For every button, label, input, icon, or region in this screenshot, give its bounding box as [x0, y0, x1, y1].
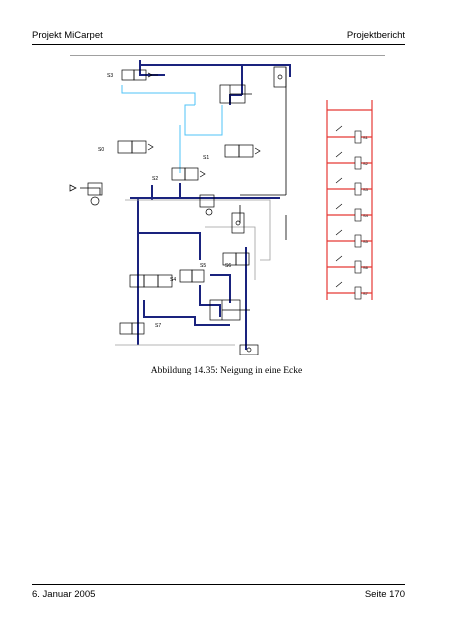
- pneumatic-circuit-diagram: S3 S0 S2 S1: [69, 55, 385, 355]
- coil-label: S3: [363, 187, 369, 192]
- valve-s3-label: S3: [107, 73, 113, 79]
- coil-label: S4: [363, 213, 369, 218]
- cylinder-lower: [209, 299, 250, 321]
- valve-s6-label: S6: [225, 263, 231, 269]
- pilot-lines: [121, 85, 223, 173]
- footer-page-number: Seite 170: [364, 589, 405, 600]
- coil-label: S1: [363, 135, 369, 140]
- valve-s5-label: S5: [200, 263, 206, 269]
- header-rule: [32, 44, 405, 45]
- valve-s0: [117, 140, 154, 154]
- figure-caption: Abbildung 14.35: Neigung in eine Ecke: [150, 366, 303, 376]
- valve-s6: [222, 252, 250, 266]
- footer-date: 6. Januar 2005: [32, 589, 96, 600]
- shuttle-valve-mid: [231, 212, 245, 234]
- shuttle-valve-top: [273, 66, 287, 88]
- electrical-ladder: [326, 100, 373, 300]
- header-project-title: Projekt MiCarpet: [32, 30, 103, 41]
- main-pressure-lines: [130, 60, 291, 350]
- footer-rule: [32, 584, 405, 585]
- electrical-switches: [335, 125, 343, 288]
- coil-label: S6: [363, 265, 369, 270]
- coil-label: S2: [363, 161, 369, 166]
- supply-valve-right: [199, 194, 215, 216]
- header-report-title: Projektbericht: [346, 30, 405, 41]
- shuttle-valve-bottom: [239, 344, 259, 355]
- valve-s1-label: S1: [203, 155, 209, 161]
- valve-s2: [171, 167, 206, 181]
- cylinder-upper: [219, 84, 252, 104]
- valve-s4: [129, 274, 173, 288]
- air-supply: [69, 182, 103, 206]
- auxiliary-lines: [115, 199, 271, 346]
- coil-label: S5: [363, 239, 369, 244]
- valve-s2-label: S2: [152, 176, 158, 182]
- valve-s7-label: S7: [155, 323, 161, 329]
- electrical-coils: [354, 130, 362, 300]
- connector-lines: [80, 67, 287, 240]
- valve-s4-label: S4: [170, 277, 176, 283]
- valve-s5: [179, 269, 205, 283]
- valve-s7: [119, 322, 145, 335]
- valve-s1: [224, 144, 261, 158]
- valve-s0-label: S0: [98, 147, 104, 153]
- valve-s3: [121, 69, 158, 81]
- coil-label: S7: [363, 291, 369, 296]
